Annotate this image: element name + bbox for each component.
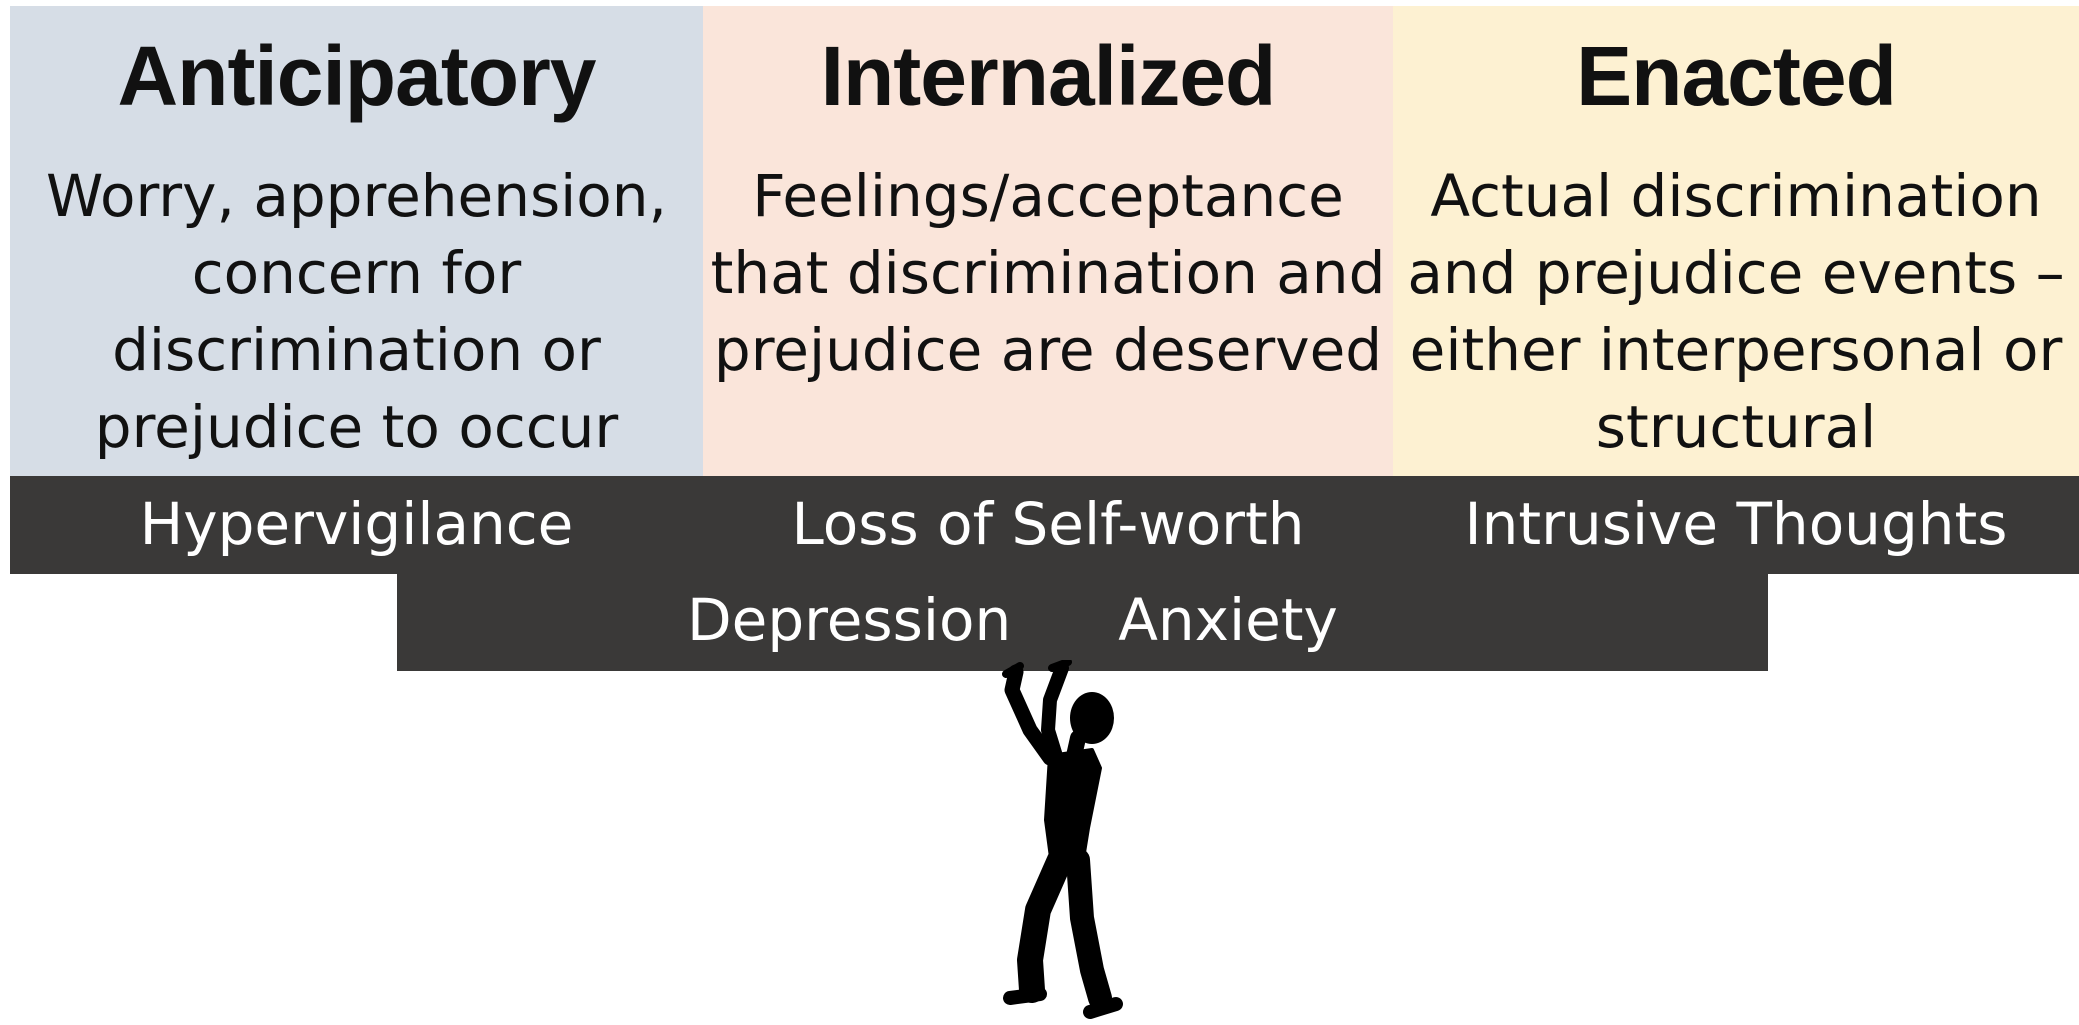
description-line: Worry, apprehension, — [46, 162, 667, 230]
effects-band-bottom: Depression Anxiety — [397, 574, 1768, 671]
internalized-title: Internalized — [820, 29, 1277, 123]
effects-band-top: Hypervigilance Loss of Self-worth Intrus… — [10, 476, 2079, 574]
description-line: concern for — [191, 239, 522, 307]
effect-anxiety: Anxiety — [1118, 586, 1338, 654]
anticipatory-description: Worry, apprehension, concern for discrim… — [10, 158, 703, 466]
anticipatory-column: Anticipatory Worry, apprehension, concer… — [10, 6, 703, 476]
anticipatory-title: Anticipatory — [117, 29, 596, 123]
description-line: prejudice are deserved — [713, 316, 1383, 384]
description-line: that discrimination and — [710, 239, 1386, 307]
effect-hypervigilance: Hypervigilance — [139, 490, 574, 558]
effect-depression: Depression — [687, 586, 1012, 654]
description-line: Actual discrimination — [1430, 162, 2042, 230]
enacted-description: Actual discrimination and prejudice even… — [1393, 158, 2079, 466]
description-line: discrimination or — [112, 316, 601, 384]
internalized-description: Feelings/acceptance that discrimination … — [703, 158, 1393, 389]
description-line: structural — [1595, 393, 1877, 461]
effect-intrusive-thoughts: Intrusive Thoughts — [1464, 490, 2008, 558]
effect-loss-of-self-worth: Loss of Self-worth — [791, 490, 1305, 558]
description-line: either interpersonal or — [1409, 316, 2063, 384]
description-line: Feelings/acceptance — [752, 162, 1344, 230]
internalized-column: Internalized Feelings/acceptance that di… — [703, 6, 1393, 476]
person-bearing-weight-icon — [1002, 660, 1123, 1019]
description-line: and prejudice events – — [1407, 239, 2065, 307]
enacted-column: Enacted Actual discrimination and prejud… — [1393, 6, 2079, 476]
enacted-title: Enacted — [1576, 29, 1897, 123]
description-line: prejudice to occur — [94, 393, 619, 461]
